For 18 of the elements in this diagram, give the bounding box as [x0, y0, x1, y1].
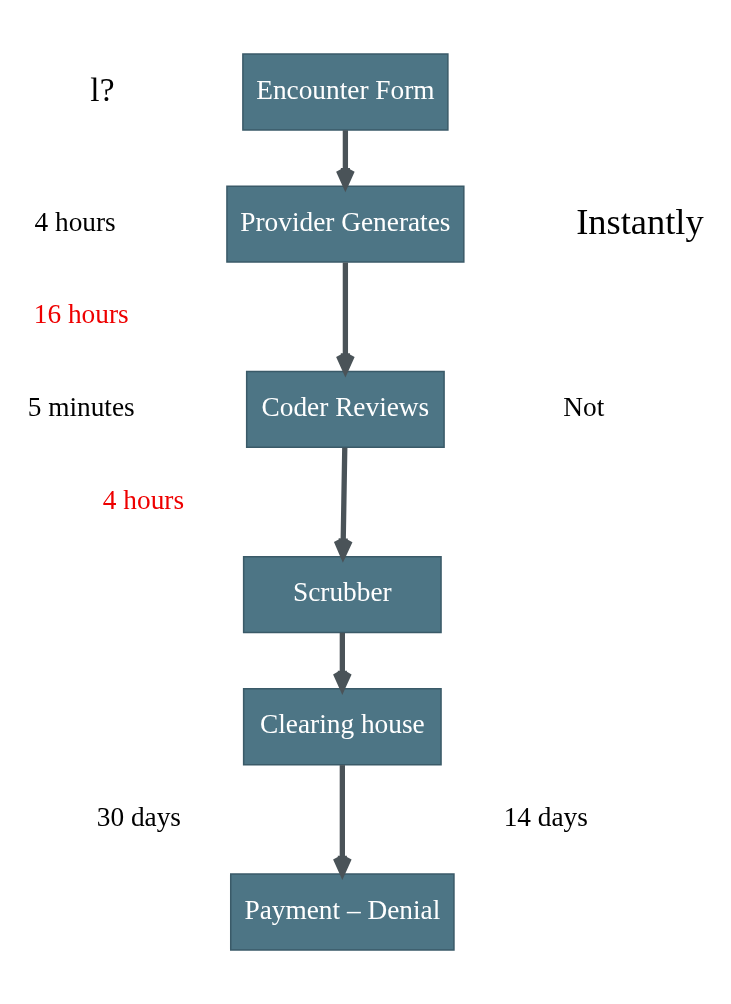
node-box: Payment – Denial: [230, 873, 455, 951]
node-box: Coder Reviews: [245, 370, 445, 449]
label: 14 days: [503, 802, 588, 833]
node-box: Encounter Form: [242, 53, 449, 131]
arrow: [335, 130, 355, 189]
label: 4 hours: [102, 484, 185, 515]
node-box: Provider Generates: [226, 185, 465, 263]
label: 5 minutes: [27, 392, 135, 423]
label: 16 hours: [33, 299, 129, 330]
label: Instantly: [576, 201, 704, 242]
arrow: [332, 632, 352, 692]
node-box: Scrubber: [242, 555, 442, 634]
label: l?: [90, 70, 115, 108]
node-box: Clearing house: [242, 688, 442, 766]
label: 30 days: [96, 802, 182, 833]
label: 4 hours: [34, 206, 116, 237]
label: Not: [563, 392, 605, 423]
arrow: [332, 765, 352, 877]
